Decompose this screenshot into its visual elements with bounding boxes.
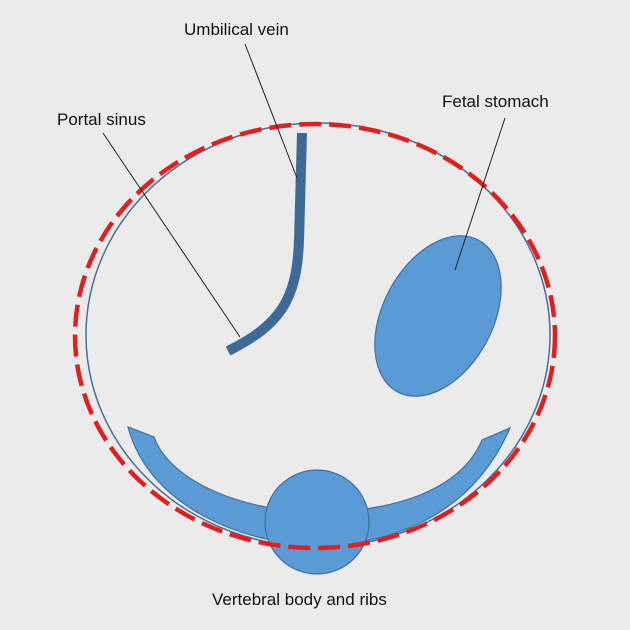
umbilical-vein-portal-sinus — [225, 132, 307, 356]
measurement-ellipse — [72, 121, 558, 551]
umbilical-vein-label: Umbilical vein — [184, 20, 289, 39]
fetal-stomach-label: Fetal stomach — [442, 92, 549, 111]
portal-sinus-label: Portal sinus — [57, 110, 146, 129]
leader-line-umbilical-vein — [244, 43, 298, 179]
leader-line-portal-sinus — [102, 132, 241, 338]
leader-line-fetal-stomach — [454, 117, 506, 271]
vertebral-body — [264, 469, 370, 575]
ribs-arc — [127, 426, 512, 546]
vertebral-body-and-ribs-label: Vertebral body and ribs — [212, 590, 387, 609]
fetal-stomach — [374, 235, 502, 397]
